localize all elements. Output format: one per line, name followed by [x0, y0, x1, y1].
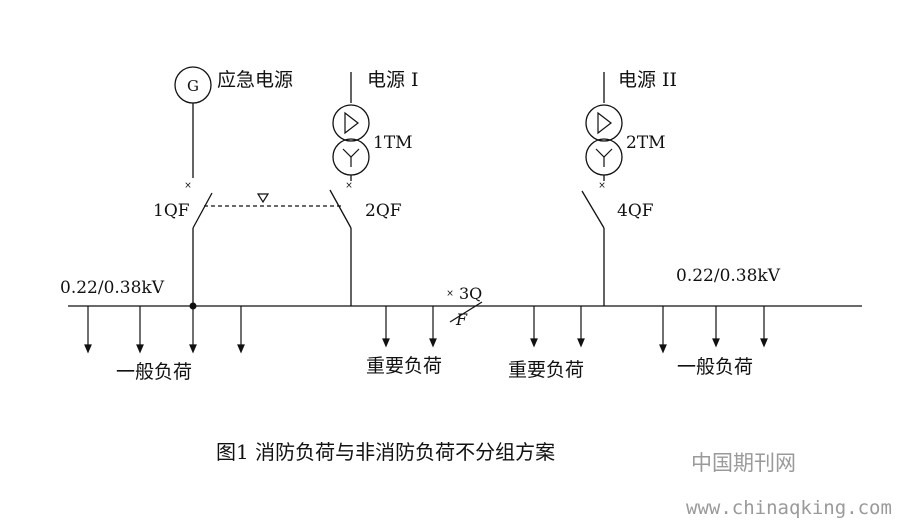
transformer-1tm-primary — [332, 104, 370, 142]
load-arrow-10 — [712, 306, 720, 348]
generator-symbol-label: G — [187, 77, 199, 95]
bus-voltage-right: 0.22/0.38kV — [676, 266, 781, 286]
breaker-1qf-x-mark: × — [184, 181, 192, 191]
delta-winding-1tm — [344, 111, 359, 135]
load-arrow-4 — [237, 306, 245, 354]
breaker-1qf-label: 1QF — [153, 201, 190, 221]
interlock-triangle — [256, 193, 270, 204]
breaker-4qf-x-mark: × — [598, 181, 606, 191]
breaker-4qf-blade — [581, 190, 605, 229]
load-arrow-5 — [382, 306, 390, 348]
breaker-2qf-blade — [329, 189, 352, 229]
breaker-1qf-blade — [192, 192, 213, 229]
wye-winding-1tm-arms — [342, 148, 360, 158]
delta-winding-2tm — [597, 111, 612, 135]
breaker-3qf-label-bottom: F — [455, 310, 468, 329]
load-arrow-3 — [189, 306, 197, 354]
source2-label: 电源 II — [618, 69, 677, 91]
load-arrow-6 — [429, 306, 437, 348]
watermark-url: www.chinaqking.com — [686, 497, 892, 519]
wye-winding-2tm-arms — [595, 148, 613, 158]
load-arrow-7 — [530, 306, 538, 348]
load-arrow-1 — [84, 306, 92, 354]
source1-label: 电源 I — [367, 69, 419, 91]
transformer-1tm-label: 1TM — [373, 133, 413, 153]
load-arrow-2 — [136, 306, 144, 354]
breaker-3qf-blade — [449, 301, 483, 323]
load-arrow-9 — [659, 306, 667, 354]
load-important-left-label: 重要负荷 — [366, 355, 442, 377]
breaker-2qf-label: 2QF — [365, 201, 402, 221]
transformer-2tm-label: 2TM — [626, 133, 666, 153]
load-arrows — [84, 306, 768, 354]
load-important-right-label: 重要负荷 — [508, 359, 584, 381]
transformer-2tm-primary — [585, 104, 623, 142]
bus-voltage-left: 0.22/0.38kV — [60, 278, 165, 298]
breaker-3qf-x-mark: × — [446, 289, 454, 299]
breaker-4qf-label: 4QF — [617, 201, 654, 221]
load-arrow-11 — [760, 306, 768, 348]
breaker-3qf-label-top: 3Q — [459, 284, 482, 303]
load-arrow-8 — [577, 306, 585, 348]
figure-caption: 图1 消防负荷与非消防负荷不分组方案 — [216, 440, 555, 464]
load-general-left-label: 一般负荷 — [116, 361, 192, 383]
load-general-right-label: 一般负荷 — [677, 356, 753, 378]
breaker-2qf-x-mark: × — [345, 181, 353, 191]
watermark-cn: 中国期刊网 — [691, 451, 796, 475]
emergency-source-label: 应急电源 — [217, 69, 293, 91]
